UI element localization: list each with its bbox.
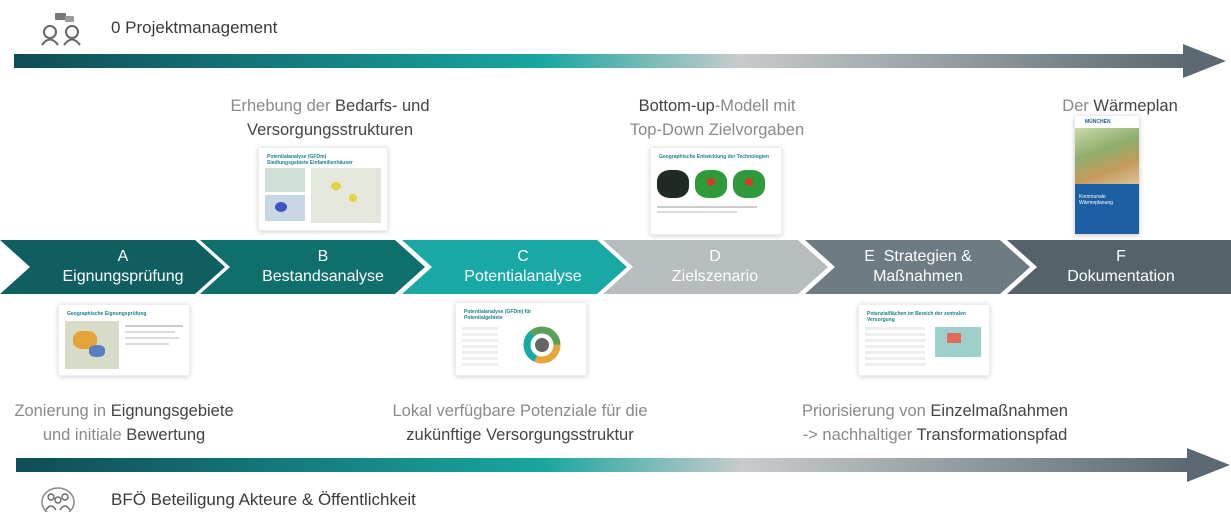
caption-dokumentation: Der Wärmeplan: [1062, 97, 1178, 115]
top-track: 0 Projektmanagement: [0, 0, 1231, 90]
stage-c-chevron[interactable]: [402, 240, 627, 294]
stage-a-chevron[interactable]: [0, 240, 225, 294]
project-management-label: 0 Projektmanagement: [111, 18, 278, 37]
thumbnail-eignungspruefung: Geographische Eignungsprüfung: [58, 304, 190, 376]
stage-e-chevron[interactable]: [805, 240, 1030, 294]
caption-strategien: Priorisierung von Einzelmaßnahmen -> nac…: [802, 402, 1068, 444]
caption-zielszenario: Bottom-up-Modell mit Top-Down Zielvorgab…: [629, 97, 805, 139]
caption-potentialanalyse: Lokal verfügbare Potenziale für die zukü…: [392, 402, 648, 444]
caption-eignungspruefung: Zonierung in Eignungsgebiete und initial…: [14, 402, 234, 444]
group-participation-icon: [40, 484, 76, 517]
thumbnail-waermeplan-cover: MÜNCHEN Kommunale Wärmeplanung: [1075, 116, 1139, 234]
munich-logo: MÜNCHEN: [1085, 119, 1111, 125]
participation-label: BFÖ Beteiligung Akteure & Öffentlichkeit: [111, 490, 416, 509]
stage-d-chevron[interactable]: [603, 240, 828, 294]
thumbnail-zielszenario: Geographische Entwicklung der Technologi…: [650, 147, 782, 235]
stage-chevrons: [0, 240, 1231, 294]
thumbnail-bestandsanalyse: Potentialanalyse (GFDm) Siedlungsgebiete…: [258, 147, 388, 231]
top-timeline-arrow: [14, 44, 1226, 78]
stage-f-chevron[interactable]: [1007, 240, 1231, 294]
thumbnail-potentialanalyse: Potentialanalyse (GFDm) für Potentialgeb…: [455, 302, 587, 376]
donut-chart-icon: [523, 326, 561, 364]
bottom-timeline-arrow: [16, 448, 1230, 482]
stage-b-chevron[interactable]: [200, 240, 425, 294]
thumbnail-strategien: Potenzialflächen im Bereich der zentrale…: [858, 304, 990, 376]
bottom-track: BFÖ Beteiligung Akteure & Öffentlichkeit: [0, 440, 1231, 517]
stage-e-label: E Strategien &Maßnahmen: [864, 248, 972, 285]
discussion-people-icon: [38, 12, 88, 46]
caption-bestandsanalyse: Erhebung der Bedarfs- und Versorgungsstr…: [230, 97, 430, 139]
